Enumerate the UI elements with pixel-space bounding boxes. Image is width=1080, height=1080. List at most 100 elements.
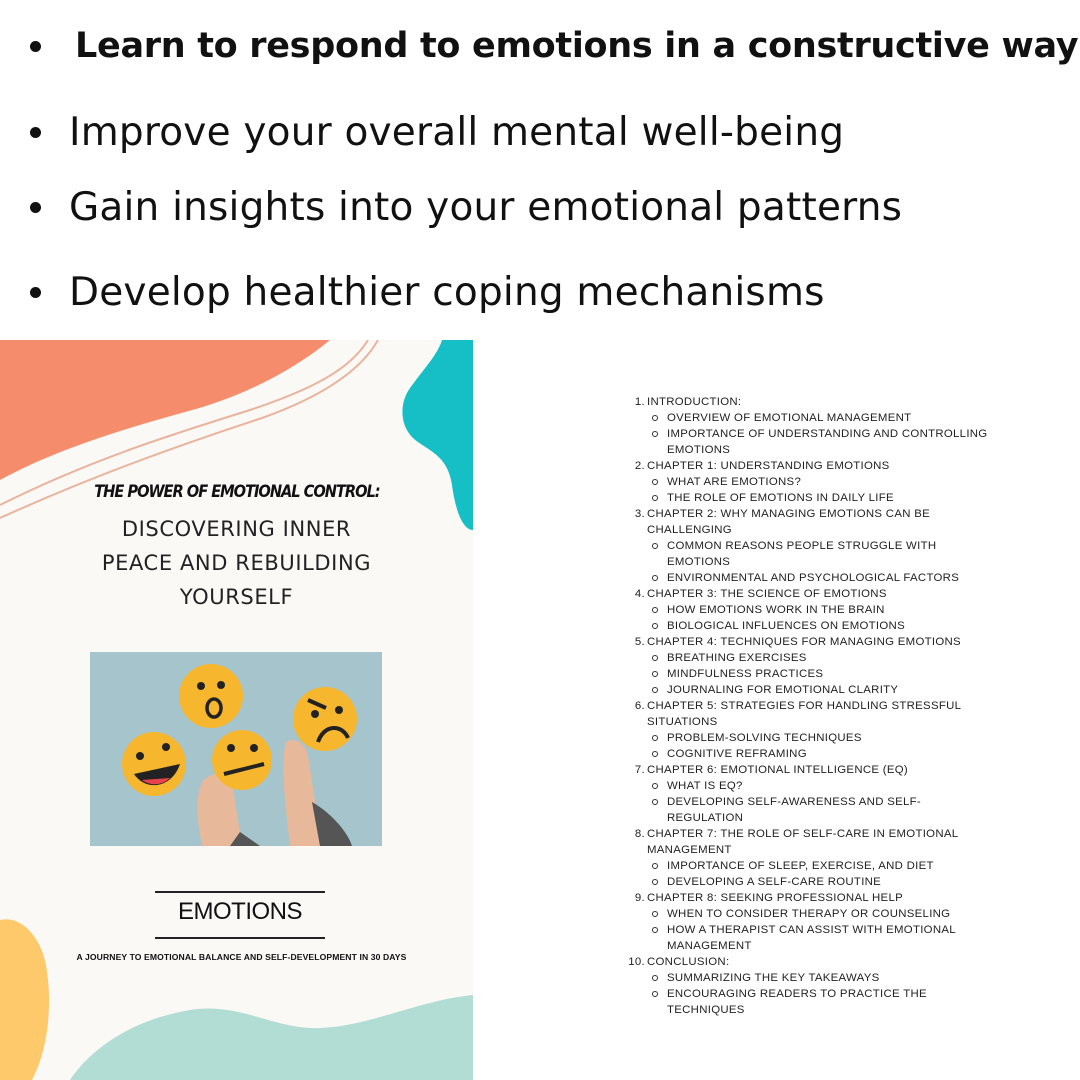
toc-chapter-number: 8. [634, 828, 645, 840]
toc-chapter-title: CHAPTER 5: STRATEGIES FOR HANDLING STRES… [647, 700, 962, 712]
circle-bullet-icon [652, 799, 658, 805]
circle-bullet-icon [652, 879, 658, 885]
toc-chapter: 4.CHAPTER 3: THE SCIENCE OF EMOTIONS [625, 586, 1035, 602]
toc-chapter-title: CHAPTER 3: THE SCIENCE OF EMOTIONS [647, 588, 887, 600]
toc-subitem: THE ROLE OF EMOTIONS IN DAILY LIFE [625, 490, 1035, 506]
bullet-icon [30, 287, 41, 298]
benefit-text: Learn to respond to emotions in a constr… [75, 26, 1079, 66]
toc-subitem-text: SUMMARIZING THE KEY TAKEAWAYS [667, 972, 880, 984]
circle-bullet-icon [652, 975, 658, 981]
hand-icon [197, 773, 242, 846]
toc-subitem-text: PROBLEM-SOLVING TECHNIQUES [667, 732, 862, 744]
cover-title-text: THE POWER OF EMOTIONAL CONTROL: [93, 482, 380, 502]
surprised-face-icon [179, 664, 243, 728]
divider [155, 937, 325, 939]
circle-bullet-icon [652, 415, 658, 421]
neutral-face-icon [212, 730, 272, 790]
emoji-photo [90, 652, 382, 846]
toc-subitem: BREATHING EXERCISES [625, 650, 1035, 666]
bullet-icon [30, 127, 41, 138]
bullet-icon [30, 40, 41, 52]
toc-subitem-text: DEVELOPING A SELF-CARE ROUTINE [667, 876, 882, 888]
circle-bullet-icon [652, 575, 658, 581]
toc-subitem: IMPORTANCE OF SLEEP, EXERCISE, AND DIET [625, 858, 1035, 874]
circle-bullet-icon [652, 671, 658, 677]
toc-chapter-title: CONCLUSION: [647, 956, 730, 968]
subtitle-line: DISCOVERING INNER [121, 517, 352, 541]
toc-subitem: PROBLEM-SOLVING TECHNIQUES [625, 730, 1035, 746]
circle-bullet-icon [652, 927, 658, 933]
benefit-item: Learn to respond to emotions in a constr… [30, 26, 1079, 66]
toc-subitem: ENVIRONMENTAL AND PSYCHOLOGICAL FACTORS [625, 570, 1035, 586]
toc-subitem: DEVELOPING SELF-AWARENESS AND SELF-REGUL… [625, 794, 1035, 826]
toc-chapter-title: CHAPTER 2: WHY MANAGING EMOTIONS CAN BE [647, 508, 930, 520]
toc-subitem-text: MANAGEMENT [667, 940, 752, 952]
cover-title: THE POWER OF EMOTIONAL CONTROL: [0, 482, 473, 502]
toc-subitem-text: WHEN TO CONSIDER THERAPY OR COUNSELING [667, 908, 951, 920]
toc-subitem-text: ENCOURAGING READERS TO PRACTICE THE [667, 988, 927, 1000]
toc-chapter-title: CHAPTER 6: EMOTIONAL INTELLIGENCE (EQ) [647, 764, 908, 776]
toc-subitem: BIOLOGICAL INFLUENCES ON EMOTIONS [625, 618, 1035, 634]
benefit-text: Gain insights into your emotional patter… [69, 185, 903, 230]
toc-chapter-title: CHAPTER 8: SEEKING PROFESSIONAL HELP [647, 892, 903, 904]
toc-subitem: HOW EMOTIONS WORK IN THE BRAIN [625, 602, 1035, 618]
subtitle-line: PEACE AND REBUILDING [101, 551, 372, 575]
toc-chapter: 9.CHAPTER 8: SEEKING PROFESSIONAL HELP [625, 890, 1035, 906]
circle-bullet-icon [652, 991, 658, 997]
circle-bullet-icon [652, 863, 658, 869]
toc-chapter-title: CHAPTER 1: UNDERSTANDING EMOTIONS [647, 460, 890, 472]
toc-subitem: WHEN TO CONSIDER THERAPY OR COUNSELING [625, 906, 1035, 922]
toc-chapter-title: MANAGEMENT [647, 844, 732, 856]
toc-subitem-text: THE ROLE OF EMOTIONS IN DAILY LIFE [667, 492, 894, 504]
cover-decoration [0, 340, 473, 1080]
benefit-text: Improve your overall mental well-being [69, 110, 845, 155]
toc-subitem-text: COGNITIVE REFRAMING [667, 748, 807, 760]
toc-chapter-title: CHALLENGING [647, 524, 732, 536]
toc-subitem-text: HOW A THERAPIST CAN ASSIST WITH EMOTIONA… [667, 924, 956, 936]
benefit-item: Develop healthier coping mechanisms [30, 270, 825, 315]
toc-chapter-number: 4. [634, 588, 645, 600]
cover-subtitle: DISCOVERING INNER PEACE AND REBUILDING Y… [60, 512, 413, 614]
book-cover: THE POWER OF EMOTIONAL CONTROL: DISCOVER… [0, 340, 473, 1080]
cover-label: EMOTIONS [177, 898, 303, 925]
benefits-list: Learn to respond to emotions in a constr… [0, 0, 1080, 340]
toc-subitem-text: EMOTIONS [667, 444, 731, 456]
circle-bullet-icon [652, 751, 658, 757]
sleeve-icon [230, 802, 352, 846]
swirl-line [0, 340, 379, 519]
toc-subitem: HOW A THERAPIST CAN ASSIST WITH EMOTIONA… [625, 922, 1035, 954]
toc-chapter-number: 6. [634, 700, 645, 712]
toc-subitem: WHAT ARE EMOTIONS? [625, 474, 1035, 490]
benefit-text: Develop healthier coping mechanisms [69, 270, 825, 315]
benefit-item: Gain insights into your emotional patter… [30, 185, 902, 230]
toc-subitem-text: MINDFULNESS PRACTICES [667, 668, 824, 680]
toc-subitem-text: ENVIRONMENTAL AND PSYCHOLOGICAL FACTORS [667, 572, 960, 584]
toc-chapter: 8.CHAPTER 7: THE ROLE OF SELF-CARE IN EM… [625, 826, 1035, 858]
toc-subitem: COGNITIVE REFRAMING [625, 746, 1035, 762]
toc-chapter: 7.CHAPTER 6: EMOTIONAL INTELLIGENCE (EQ) [625, 762, 1035, 778]
toc-subitem: JOURNALING FOR EMOTIONAL CLARITY [625, 682, 1035, 698]
toc-chapter: 6.CHAPTER 5: STRATEGIES FOR HANDLING STR… [625, 698, 1035, 730]
toc-chapter: 10.CONCLUSION: [625, 954, 1035, 970]
benefit-item: Improve your overall mental well-being [30, 110, 844, 155]
toc-chapter-number: 2. [634, 460, 645, 472]
coral-blob [0, 340, 330, 480]
toc-subitem-text: JOURNALING FOR EMOTIONAL CLARITY [667, 684, 899, 696]
toc-chapter-number: 1. [634, 396, 645, 408]
toc-subitem: SUMMARIZING THE KEY TAKEAWAYS [625, 970, 1035, 986]
toc-chapter-number: 9. [634, 892, 645, 904]
toc-subitem: IMPORTANCE OF UNDERSTANDING AND CONTROLL… [625, 426, 1035, 458]
toc-subitem-text: COMMON REASONS PEOPLE STRUGGLE WITH [667, 540, 937, 552]
toc-chapter-number: 5. [634, 636, 645, 648]
circle-bullet-icon [652, 543, 658, 549]
circle-bullet-icon [652, 783, 658, 789]
toc-subitem: WHAT IS EQ? [625, 778, 1035, 794]
circle-bullet-icon [652, 431, 658, 437]
toc-subitem-text: HOW EMOTIONS WORK IN THE BRAIN [667, 604, 885, 616]
toc-subitem-text: REGULATION [667, 812, 744, 824]
swirl-line [0, 340, 369, 506]
teal-blob [402, 340, 473, 530]
toc-chapter: 5.CHAPTER 4: TECHNIQUES FOR MANAGING EMO… [625, 634, 1035, 650]
